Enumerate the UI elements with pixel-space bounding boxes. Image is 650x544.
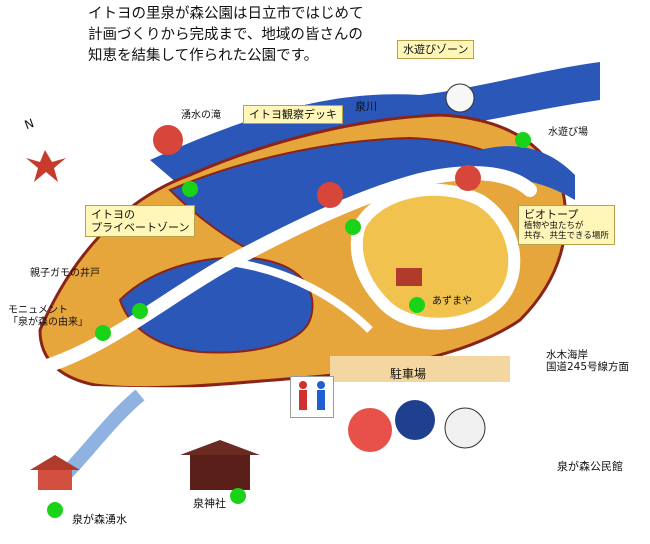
label-parent-duck-well: 親子ガモの井戸 — [30, 268, 100, 279]
mascot-deck — [317, 182, 343, 208]
callout-water-play-zone: 水遊びゾーン — [397, 40, 475, 60]
callout-biotope: ビオトープ 植物や虫たちが 共存、共生できる場所 — [518, 205, 615, 245]
marker-izumi-spring[interactable] — [47, 502, 63, 518]
road — [0, 351, 642, 406]
marker-parent-duck-well[interactable] — [132, 303, 148, 319]
label-azumaya: あずまや — [432, 296, 472, 307]
label-izumi-spring: 泉が森湧水 — [72, 513, 127, 526]
mascot-girl-right — [455, 165, 481, 191]
callout-private-zone-line-2: プライベートゾーン — [91, 221, 190, 235]
compass-rose — [26, 150, 66, 182]
label-spring-waterfall: 湧水の滝 — [181, 110, 221, 121]
label-water-play-area: 水遊び場 — [548, 127, 588, 138]
marker-izumi-shrine[interactable] — [230, 488, 246, 504]
intro-line-2: 計画づくりから完成まで、地域の皆さんの — [88, 27, 363, 44]
mascot-girl-top — [153, 125, 183, 155]
label-direction-line-2: 国道245号線方面 — [546, 361, 630, 374]
lower-pond — [118, 256, 314, 354]
marker-water-play-area[interactable] — [515, 132, 531, 148]
restroom-icon — [299, 381, 325, 410]
callout-biotope-desc-2: 共存、共生できる場所 — [524, 231, 609, 242]
label-monument-line-2: 「泉が森の由来」 — [8, 316, 88, 328]
branch-path — [229, 258, 373, 333]
marker-azumaya[interactable] — [409, 297, 425, 313]
callout-biotope-title: ビオトープ — [524, 208, 579, 221]
label-direction: 水木海岸 国道245号線方面 — [546, 349, 629, 373]
label-river: 泉川 — [355, 100, 377, 113]
intro-text: イトヨの里泉が森公園は日立市ではじめて 計画づくりから完成まで、地域の皆さんの … — [88, 4, 364, 67]
intro-line-1: イトヨの里泉が森公園は日立市ではじめて — [88, 6, 364, 22]
marker-observation-deck[interactable] — [345, 219, 361, 235]
spring-pavilion — [38, 470, 72, 490]
person-old-man — [444, 407, 486, 449]
label-community-hall: 泉が森公民館 — [557, 460, 623, 473]
parking-area — [330, 356, 510, 382]
callout-private-zone-line-1: イトヨの — [91, 208, 135, 221]
shrine-building — [190, 455, 250, 490]
restroom-sign — [290, 376, 334, 418]
intro-line-3: 知恵を結集して作られた公園です。 — [88, 48, 319, 65]
callout-observation-deck: イトヨ観察デッキ — [243, 105, 343, 125]
inner-loop — [350, 183, 521, 330]
channel — [480, 146, 575, 200]
callout-private-zone: イトヨの プライベートゾーン — [85, 205, 196, 238]
label-izumi-shrine: 泉神社 — [193, 497, 226, 510]
callout-biotope-desc-1: 植物や虫たちが — [524, 221, 584, 232]
mascot-boy — [445, 83, 475, 113]
label-monument-line-1: モニュメント — [8, 305, 68, 316]
marker-monument[interactable] — [95, 325, 111, 341]
marker-spring-waterfall[interactable] — [182, 181, 198, 197]
person-man-cap — [395, 400, 435, 440]
label-monument: モニュメント 「泉が森の由来」 — [8, 305, 88, 328]
label-parking: 駐車場 — [390, 367, 427, 381]
azumaya-hut — [396, 268, 422, 286]
person-woman — [348, 408, 392, 452]
label-direction-line-1: 水木海岸 — [546, 349, 588, 361]
